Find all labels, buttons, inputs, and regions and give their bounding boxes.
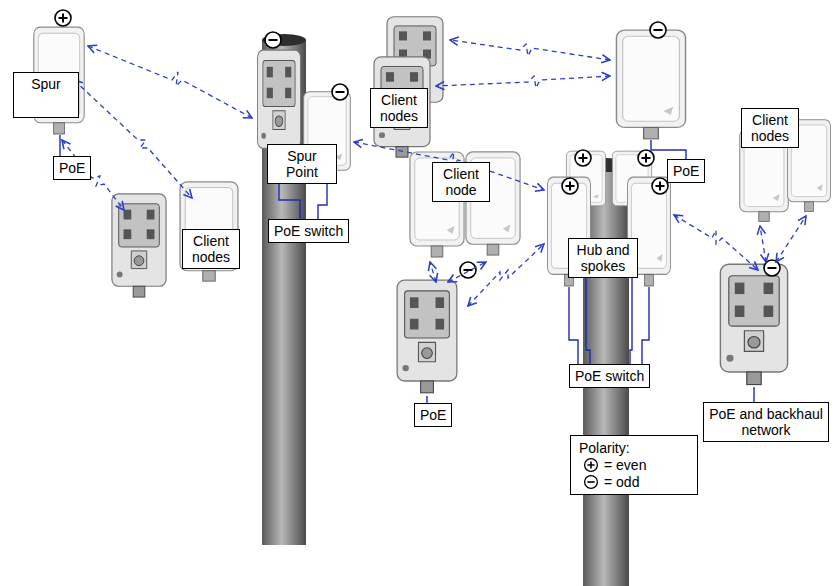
label-text: PoE [673,163,699,179]
legend-row: = odd [579,474,689,491]
label-text: Spur Point [273,148,331,180]
label-box: PoE switch [268,219,349,243]
legend-text: = odd [604,474,639,491]
label-text: Client nodes [376,92,422,124]
label-box: PoE switch [569,364,650,388]
label-text: PoE switch [575,368,644,384]
label-text: Spur [19,76,73,92]
label-box: Spur Point [267,144,337,184]
label-box: Client nodes [182,229,240,269]
label-text: PoE [420,407,446,423]
legend-box: Polarity:= even= odd [570,435,698,495]
polarity-symbol [583,457,599,473]
label-text: Hub and spokes [574,242,632,274]
label-box: PoE [414,403,452,427]
legend-title: Polarity: [579,440,689,457]
label-text: PoE and backhaul network [709,406,823,438]
label-text: PoE [59,160,85,176]
label-box: Spur [13,72,79,118]
label-box: PoE [53,156,91,180]
polarity-symbol [583,474,599,490]
label-box: PoE [667,159,705,183]
legend-text: = even [604,457,646,474]
label-box: PoE and backhaul network [703,402,829,442]
label-text: Client nodes [188,233,234,265]
label-box: Client node [432,162,490,202]
legend-row: = even [579,457,689,474]
label-box: Client nodes [370,88,428,128]
label-text: Client node [438,166,484,198]
label-text: Client nodes [747,112,793,144]
label-box: Client nodes [741,108,799,148]
label-text: PoE switch [274,223,343,239]
label-box: Hub and spokes [568,238,638,278]
